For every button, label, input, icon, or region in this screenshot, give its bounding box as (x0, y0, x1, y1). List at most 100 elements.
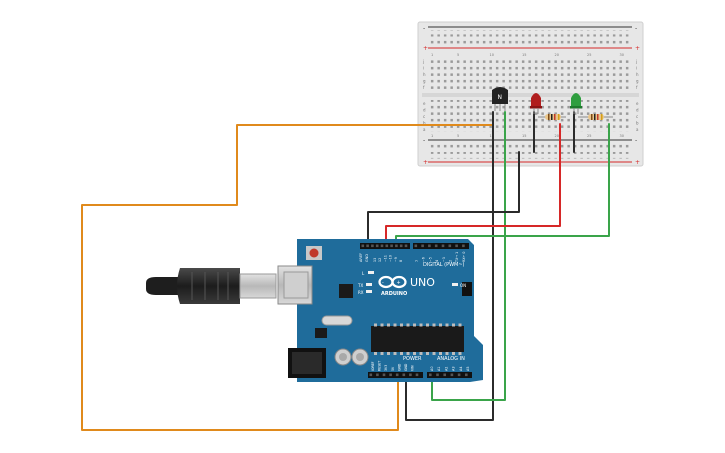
column-number: 25 (587, 53, 591, 57)
analog-label: ANALOG IN (437, 356, 465, 362)
row-letter: d (636, 108, 639, 113)
power-header[interactable] (368, 372, 423, 378)
digital-pin-label: ~10 (389, 255, 393, 262)
analog-pin-label: A1 (437, 367, 441, 371)
digital-label: DIGITAL (PWM~) (423, 262, 465, 268)
green-led[interactable] (570, 93, 582, 114)
row-letter: f (423, 85, 425, 90)
row-letter: g (636, 79, 639, 84)
header-pins (361, 244, 468, 377)
power-pin-label: 3V3 (384, 365, 388, 371)
wire-red[interactable] (385, 123, 561, 244)
crystal (321, 315, 353, 326)
usb-cable[interactable] (146, 268, 277, 304)
usb-chip (339, 284, 353, 298)
analog-pin-label: A4 (459, 367, 463, 371)
row-letter: e (636, 101, 639, 106)
svg-text:+: + (423, 159, 428, 166)
row-letter: b (636, 121, 639, 126)
svg-text:-: - (382, 280, 384, 286)
row-letter: e (423, 101, 426, 106)
row-letter: g (423, 79, 426, 84)
aref-label: AREF (359, 253, 363, 262)
row-letter: a (423, 127, 426, 132)
resistor-green-led[interactable] (578, 114, 613, 120)
column-number: 25 (587, 134, 591, 138)
wire-orange[interactable] (81, 124, 493, 431)
digital-pin-label: 7 (415, 260, 419, 262)
row-letter: d (423, 108, 426, 113)
digital-pin-label: 8 (399, 260, 403, 262)
column-number: 30 (620, 134, 624, 138)
column-number: 30 (620, 53, 624, 57)
row-letter: b (423, 121, 426, 126)
wire-black-power-gnd[interactable] (405, 111, 494, 421)
column-number: 20 (555, 53, 559, 57)
power-pin-label: RESET (378, 361, 382, 371)
column-number: 15 (522, 134, 526, 138)
microcontroller-chip (371, 326, 464, 352)
power-pin-label: VIN (411, 365, 415, 371)
digital-pin-label: 2 (449, 260, 453, 262)
column-number: 15 (522, 53, 526, 57)
column-number: 10 (490, 134, 494, 138)
gnd-label: GND (365, 254, 369, 262)
digital-pin-label: ~6 (422, 257, 426, 262)
svg-text:+: + (397, 280, 401, 286)
digital-pin-label: 13 (373, 258, 377, 262)
svg-text:+: + (423, 45, 428, 52)
analog-pin-label: A5 (466, 367, 470, 371)
wires[interactable] (81, 111, 610, 431)
analog-header[interactable] (427, 372, 472, 378)
red-led[interactable] (530, 93, 542, 114)
power-label: POWER (403, 356, 422, 362)
npn-transistor[interactable]: N (492, 87, 508, 111)
power-pin-label: 5V (391, 366, 395, 371)
digital-header-right[interactable] (413, 243, 469, 249)
row-letter: h (423, 72, 426, 77)
row-letter: f (636, 85, 638, 90)
column-number: 5 (457, 53, 459, 57)
digital-header-left[interactable] (360, 243, 410, 249)
svg-text:-: - (423, 137, 425, 144)
wire-black-digital-gnd[interactable] (367, 151, 520, 244)
transistor-label: N (498, 94, 503, 101)
digital-pin-label: ~3 (442, 257, 446, 262)
row-letter: c (636, 114, 638, 119)
svg-text:-: - (635, 25, 637, 32)
wire-green-analog[interactable] (431, 111, 506, 401)
model-label: UNO (410, 276, 435, 289)
analog-pin-label: A0 (430, 367, 434, 371)
column-number: 1 (431, 134, 433, 138)
row-letter: h (636, 72, 639, 77)
digital-pin-label: 12 (378, 258, 382, 262)
row-letter: a (636, 127, 639, 132)
row-letter: j (422, 59, 424, 64)
l-label: L (362, 271, 365, 276)
power-pin-label: IOREF (371, 361, 375, 371)
column-number: 20 (555, 134, 559, 138)
digital-pin-label: ~11 (383, 255, 387, 262)
svg-text:+: + (635, 45, 640, 52)
digital-pin-label: ~9 (394, 257, 398, 262)
digital-pin-label: ~5 (428, 257, 432, 262)
rx-label: RX (358, 290, 364, 295)
svg-text:+: + (635, 159, 640, 166)
row-letter: c (423, 114, 425, 119)
column-number: 10 (490, 53, 494, 57)
svg-text:-: - (635, 137, 637, 144)
on-label: ON (460, 283, 466, 288)
row-letter: i (423, 66, 424, 71)
resistor-red-led[interactable] (538, 114, 566, 120)
digital-pin-label: RX← 0 (462, 252, 466, 262)
column-number: 1 (431, 53, 433, 57)
brand-label: ARDUINO (381, 291, 407, 297)
